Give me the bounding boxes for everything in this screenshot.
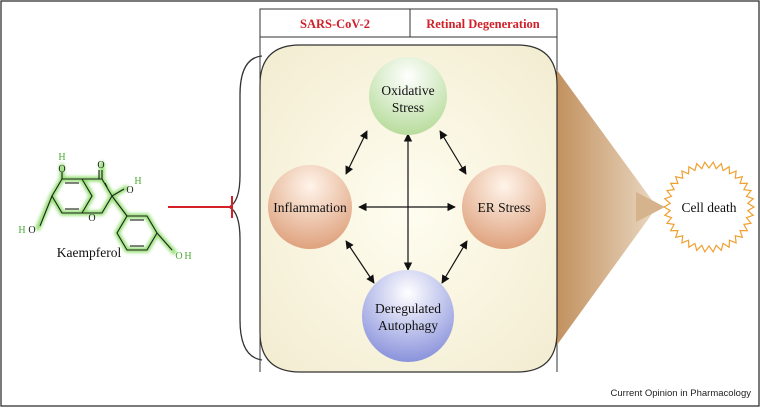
node-autophagy-label-2: Autophagy	[378, 318, 438, 333]
arrow-er-autophagy	[441, 240, 468, 284]
header-tab-retinal	[409, 8, 558, 38]
atom-o-ring: O	[88, 213, 95, 224]
header-tab-sars	[259, 8, 411, 38]
cell-death-label: Cell death	[681, 200, 736, 215]
molecule-name: Kaempferol	[57, 245, 122, 260]
atom-o-left: O	[28, 225, 35, 236]
atom-o-right: O	[126, 185, 133, 196]
node-oxidative-label-1: Oxidative	[381, 83, 434, 98]
interaction-arrows	[345, 130, 468, 284]
node-er-stress: ER Stress	[462, 165, 546, 249]
arrow-inflammation-autophagy	[345, 240, 375, 284]
arrow-oxidative-er	[439, 130, 467, 175]
header-tabs: SARS-CoV-2 Retinal Degeneration	[259, 8, 558, 38]
atom-o-phenyl: O	[175, 251, 182, 262]
atom-h-right: H	[134, 176, 141, 187]
node-autophagy-label-1: Deregulated	[375, 301, 441, 316]
header-label-retinal: Retinal Degeneration	[426, 17, 540, 31]
node-oxidative-label-2: Stress	[392, 100, 424, 115]
node-inflammation-label: Inflammation	[273, 200, 347, 215]
atom-h-top: H	[58, 152, 65, 163]
node-er-stress-label: ER Stress	[478, 200, 531, 215]
atom-h-phenyl: H	[184, 251, 191, 262]
journal-credit: Current Opinion in Pharmacology	[611, 388, 752, 399]
inhibition-symbol	[168, 196, 233, 218]
cell-death-node: Cell death	[662, 161, 756, 253]
node-oxidative-stress: Oxidative Stress	[369, 57, 447, 135]
arrow-oxidative-inflammation	[345, 130, 368, 175]
kaempferol-structure: H O O H O H O O O H Kaempferol	[18, 152, 191, 262]
outcome-funnel	[557, 70, 657, 345]
atom-o-top-left: O	[58, 164, 65, 175]
node-deregulated-autophagy: Deregulated Autophagy	[362, 270, 454, 362]
node-inflammation: Inflammation	[268, 165, 352, 249]
outcome-arrow-head	[636, 192, 665, 222]
atom-o-carbonyl: O	[97, 160, 104, 171]
atom-h-left: H	[18, 225, 25, 236]
cell-death-starburst	[662, 161, 756, 253]
header-label-sars: SARS-CoV-2	[300, 17, 370, 31]
